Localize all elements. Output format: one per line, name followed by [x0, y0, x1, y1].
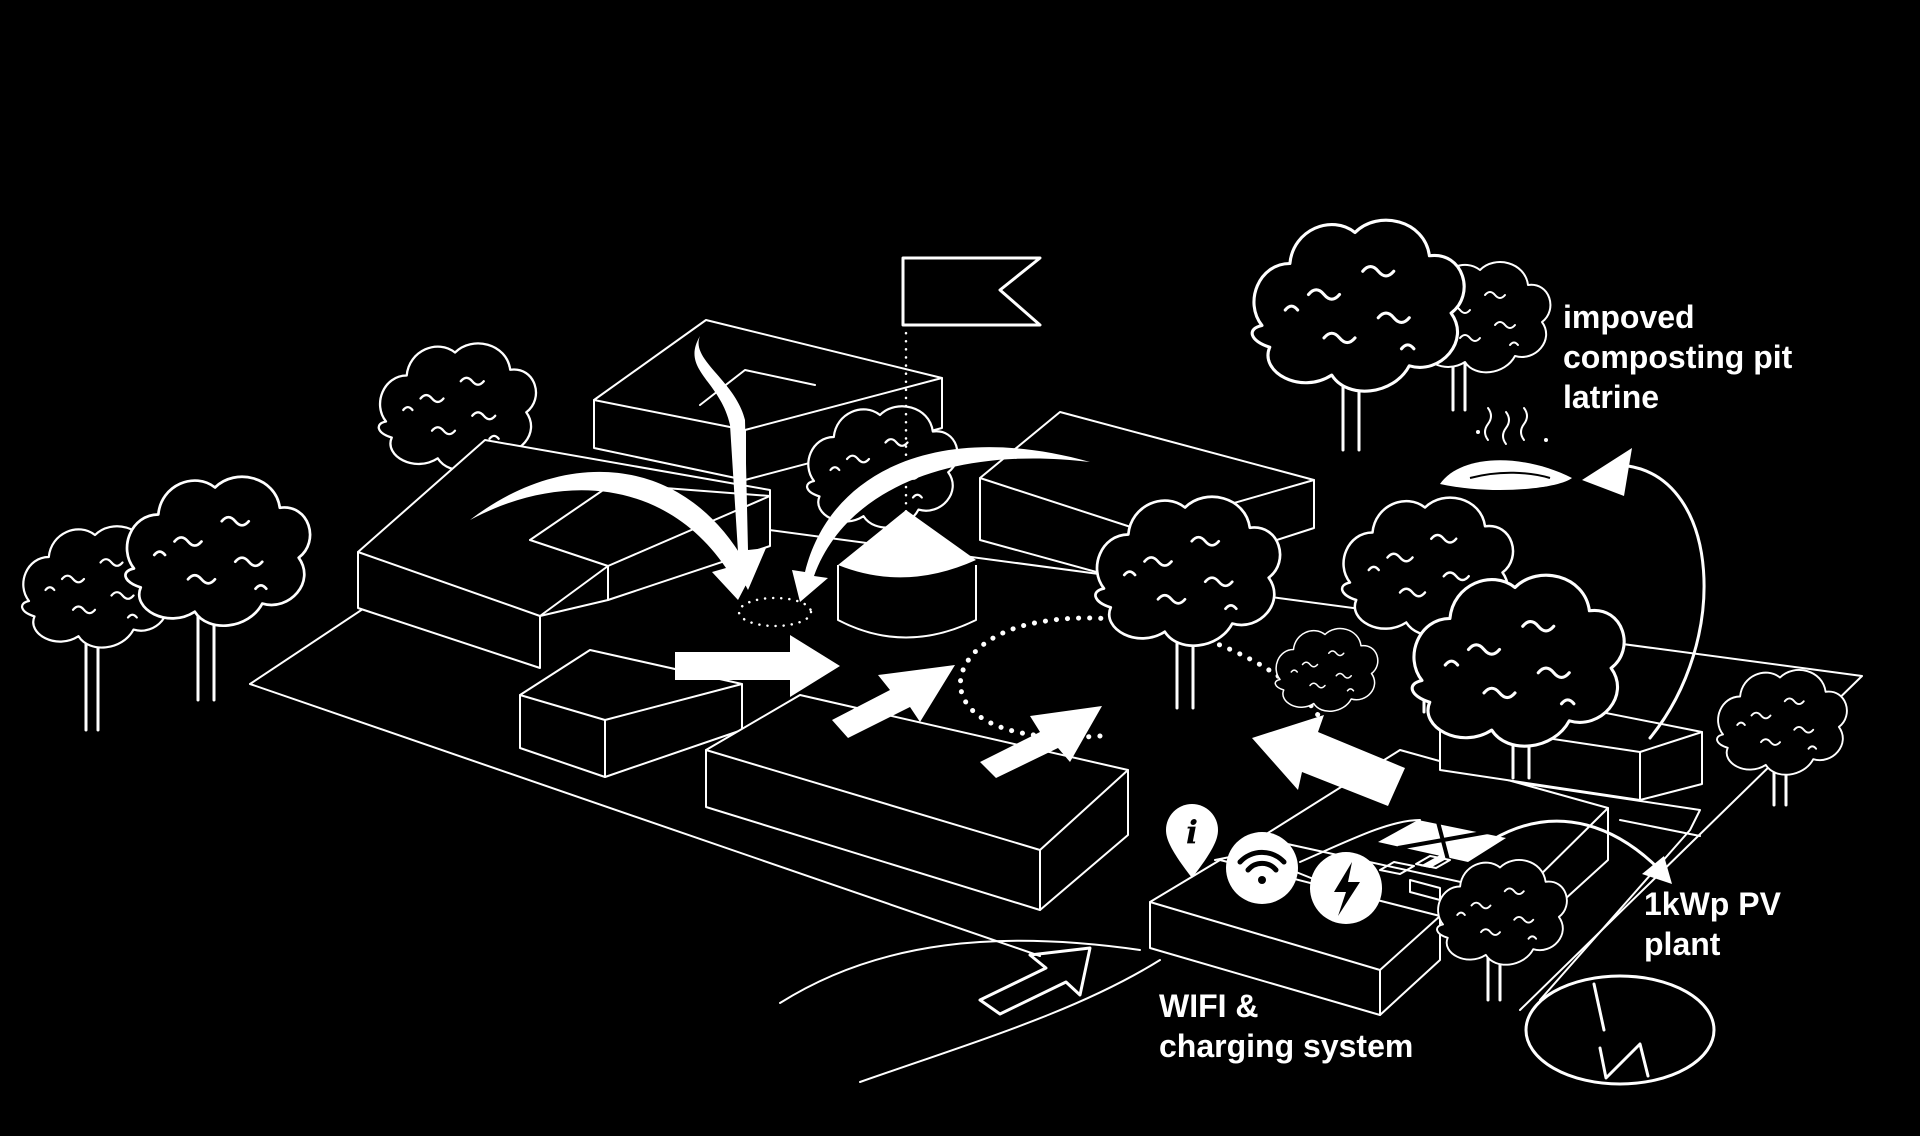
tree	[1274, 627, 1379, 713]
entrance-arrow	[1252, 715, 1405, 806]
wifi-icon	[1226, 832, 1298, 904]
side-strip	[1619, 819, 1701, 837]
north-arrow-icon	[1524, 974, 1716, 1086]
flag-icon	[901, 256, 1042, 542]
path-curve	[859, 959, 1161, 1083]
building	[357, 439, 771, 669]
curved-arrow	[792, 447, 1090, 602]
lightning-icon	[1310, 852, 1382, 924]
gathering-point	[737, 596, 813, 628]
site-edge	[249, 683, 1041, 957]
tree	[1716, 669, 1848, 807]
wifi-charging-label: WIFI & charging system	[1159, 988, 1414, 1064]
solar-panel-icon	[1299, 819, 1506, 875]
straight-arrow	[832, 665, 955, 738]
central-cylinder	[837, 510, 977, 639]
straight-arrow	[675, 635, 840, 697]
latrine-label: impoved composting pit latrine	[1563, 299, 1793, 415]
curved-arrow	[470, 471, 760, 600]
tree	[1094, 495, 1282, 710]
svg-text:i: i	[1186, 813, 1198, 851]
tree	[20, 525, 174, 732]
loop-path	[958, 615, 1325, 740]
entry-arrow-outline	[978, 946, 1092, 1016]
curved-arrow	[694, 336, 766, 590]
tree	[124, 475, 312, 702]
tree	[1412, 261, 1552, 412]
pv-plant-label: 1kWp PV plant	[1644, 886, 1781, 962]
info-pin-icon: i	[1166, 804, 1218, 878]
latrine-arrow	[1582, 448, 1706, 740]
compost-heap-icon	[1440, 407, 1572, 491]
tree	[1436, 859, 1568, 1002]
tree	[1250, 218, 1466, 452]
tree	[1410, 573, 1626, 780]
straight-arrow	[980, 706, 1102, 778]
pv-arrow	[1490, 819, 1672, 884]
path-curve	[779, 939, 1141, 1004]
